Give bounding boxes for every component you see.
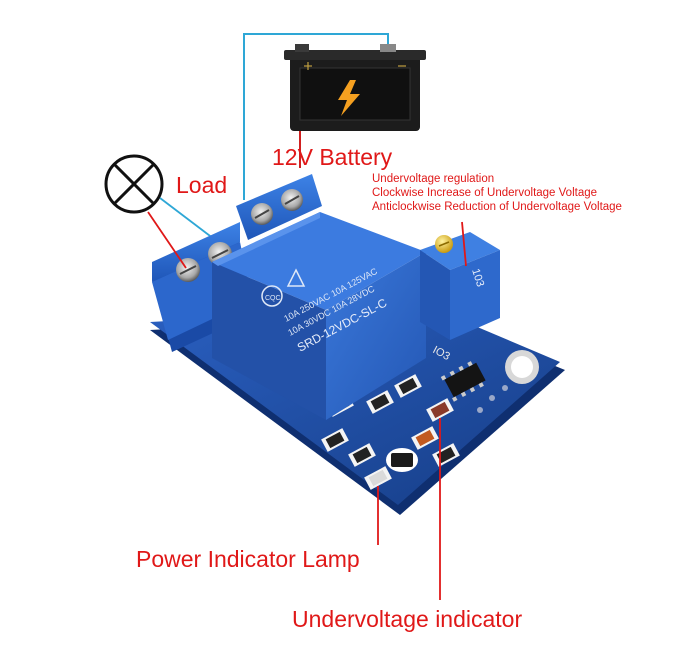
- battery-label: 12V Battery: [272, 144, 393, 170]
- load-label: Load: [176, 172, 228, 198]
- smd-components: [321, 361, 486, 490]
- load-wire: [159, 197, 219, 243]
- lamp-cross-icon: [104, 154, 164, 214]
- pot-label: 103: [469, 267, 486, 288]
- pointer-lines: [147, 211, 467, 600]
- relay-cert: CQC: [265, 295, 281, 302]
- battery-bolt-icon: [284, 44, 426, 131]
- undervoltage-note-2: Clockwise Increase of Undervoltage Volta…: [372, 187, 598, 199]
- undervoltage-note-1: Undervoltage regulation: [372, 173, 495, 185]
- undervoltage-indicator-label: Undervoltage indicator: [292, 606, 523, 632]
- terminal-block-right: [236, 174, 322, 240]
- undervoltage-note-3: Anticlockwise Reduction of Undervoltage …: [372, 201, 622, 213]
- potentiometer: [420, 232, 500, 340]
- relay: CQC 10A 250VAC 10A 125VAC 10A 30VDC 10A …: [212, 212, 426, 420]
- power-lamp-label: Power Indicator Lamp: [136, 546, 360, 572]
- undervoltage-notes: Undervoltage regulation Clockwise Increa…: [372, 172, 622, 214]
